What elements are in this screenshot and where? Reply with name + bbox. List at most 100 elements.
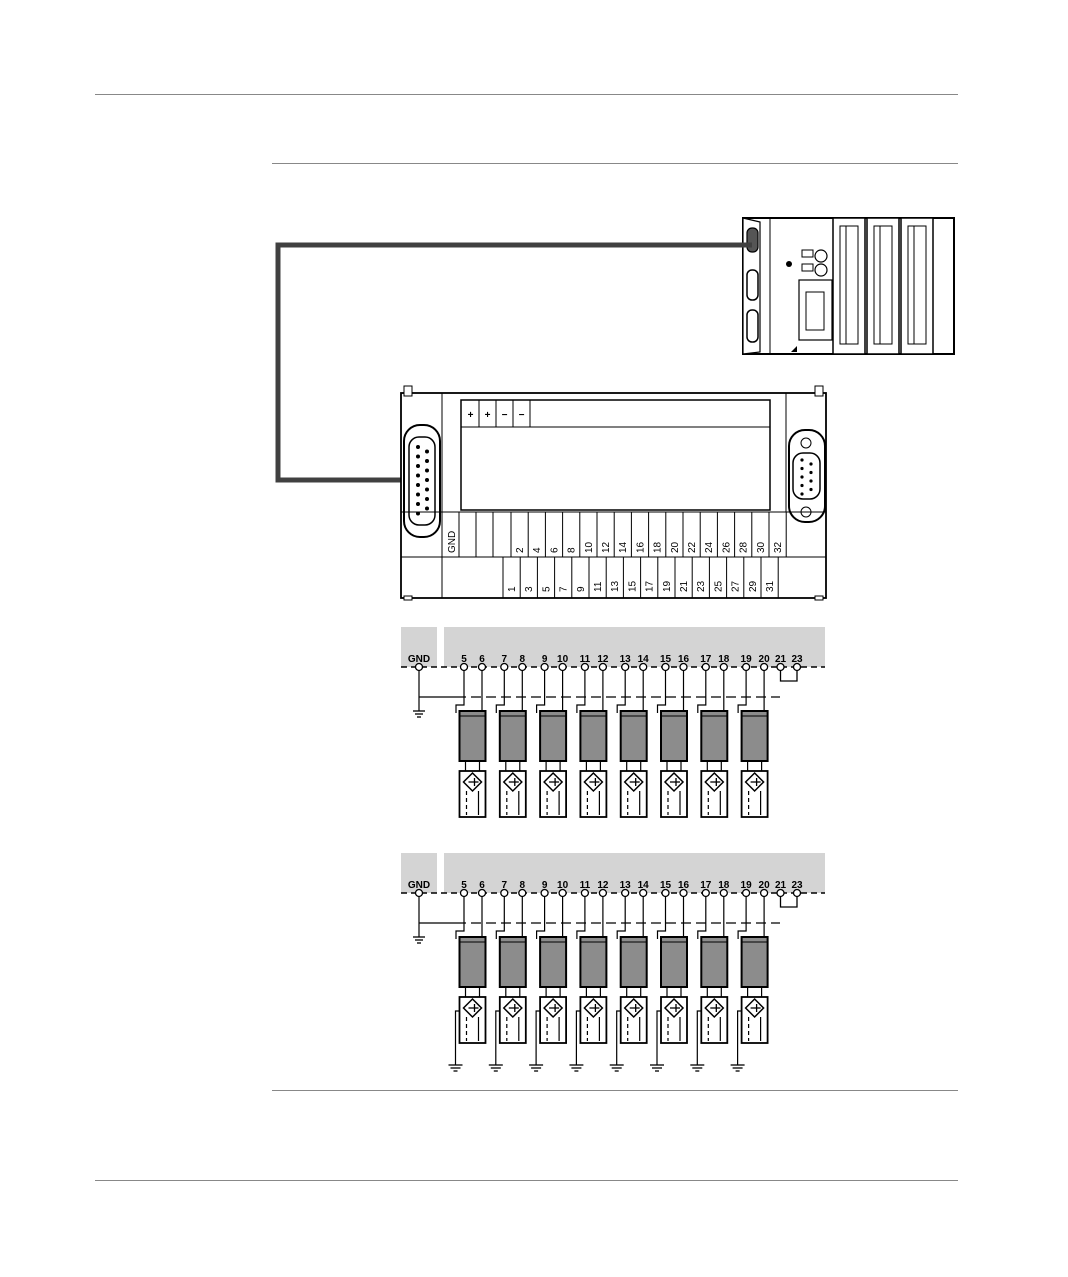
terminal-point bbox=[701, 888, 710, 898]
sensor-cable-body-icon bbox=[539, 936, 568, 988]
terminal-upper-label: 22 bbox=[687, 541, 698, 553]
terminal-label: 17 bbox=[700, 654, 712, 665]
gnd-terminal bbox=[414, 662, 424, 672]
terminal-point bbox=[558, 662, 567, 672]
terminal-panel bbox=[444, 853, 825, 893]
plc-controller bbox=[742, 217, 955, 355]
terminal-point bbox=[759, 888, 769, 898]
terminal-point bbox=[621, 662, 630, 672]
sensor-wire bbox=[697, 670, 707, 713]
terminal-label: 19 bbox=[741, 880, 753, 891]
sensor-earth-wire bbox=[656, 1010, 661, 1065]
terminal-upper-label: 8 bbox=[567, 547, 578, 553]
terminal-point bbox=[518, 662, 527, 672]
sensor-wire bbox=[737, 670, 747, 713]
terminal-point bbox=[679, 662, 688, 672]
terminal-label: 9 bbox=[542, 880, 548, 891]
supply-label: + bbox=[468, 410, 474, 421]
sensor-wire bbox=[616, 670, 626, 713]
sensor-earth-wire bbox=[535, 1010, 541, 1065]
terminal-point bbox=[792, 888, 802, 898]
terminal-point bbox=[661, 662, 670, 672]
terminal-lower-label: 7 bbox=[559, 586, 570, 592]
terminal-point bbox=[598, 888, 608, 898]
terminal-label: 12 bbox=[597, 654, 609, 665]
sensor-wire bbox=[656, 670, 667, 713]
inductive-sensor-icon bbox=[619, 770, 648, 818]
terminal-point bbox=[518, 888, 527, 898]
plc-led-icon bbox=[786, 261, 792, 267]
header-rule bbox=[95, 94, 958, 95]
terminal-label: 6 bbox=[479, 880, 485, 891]
sensor-wire bbox=[737, 896, 747, 939]
terminal-label: 21 bbox=[775, 880, 787, 891]
terminal-label: 13 bbox=[620, 880, 632, 891]
sensor-cable-body-icon bbox=[700, 936, 729, 988]
jumper-21-23 bbox=[779, 670, 798, 682]
terminal-point bbox=[776, 662, 785, 672]
gnd-label: GND bbox=[408, 654, 430, 665]
terminal-upper-label: 18 bbox=[653, 541, 664, 553]
terminal-label: 5 bbox=[461, 880, 467, 891]
terminal-point bbox=[792, 662, 802, 672]
sensor-wire bbox=[697, 896, 707, 939]
terminal-label: 7 bbox=[502, 880, 508, 891]
plc-button-icon bbox=[814, 263, 828, 277]
gnd-terminal bbox=[414, 888, 424, 898]
sensor-cable-body-icon bbox=[498, 710, 527, 762]
sensor-wire bbox=[536, 670, 546, 713]
sensor-cable-body-icon bbox=[619, 936, 648, 988]
sensor-wire bbox=[536, 896, 546, 939]
terminal-label: 8 bbox=[520, 654, 526, 665]
plc-port-1-icon bbox=[746, 227, 759, 253]
plc-port-3-icon bbox=[746, 309, 759, 343]
terminal-upper-label: 14 bbox=[618, 541, 629, 553]
terminal-upper-label: 16 bbox=[635, 541, 646, 553]
terminal-upper-label: 12 bbox=[601, 541, 612, 553]
sensor-earth-wire bbox=[454, 1010, 460, 1065]
terminal-label: 18 bbox=[718, 654, 730, 665]
terminal-lower-label: 3 bbox=[524, 586, 535, 592]
sensor-earth-wire bbox=[696, 1010, 702, 1065]
plc-button-icon bbox=[814, 249, 828, 263]
terminal-label: 21 bbox=[775, 654, 787, 665]
terminal-point bbox=[580, 662, 590, 672]
terminal-label: 9 bbox=[542, 654, 548, 665]
sensor-wire bbox=[616, 896, 626, 939]
sensor-wire bbox=[576, 670, 586, 713]
terminal-label: 15 bbox=[660, 654, 672, 665]
terminal-label: 23 bbox=[791, 880, 803, 891]
terminal-upper-label: 24 bbox=[704, 541, 715, 553]
sensor-earth-wire bbox=[495, 1010, 500, 1065]
terminal-point bbox=[639, 888, 648, 898]
terminal-label: 14 bbox=[638, 880, 650, 891]
terminal-point bbox=[500, 662, 509, 672]
sensor-cable-body-icon bbox=[579, 710, 608, 762]
sensor-wire bbox=[656, 896, 667, 939]
terminal-point bbox=[661, 888, 670, 898]
sensor-cable-body-icon bbox=[579, 936, 608, 988]
terminal-point bbox=[598, 662, 608, 672]
terminal-point bbox=[580, 888, 590, 898]
terminal-upper-label: 20 bbox=[670, 541, 681, 553]
terminal-lower-label: 29 bbox=[748, 580, 759, 592]
sensor-wire bbox=[495, 896, 505, 939]
terminal-label: 11 bbox=[580, 654, 591, 665]
sensor-cable-body-icon bbox=[458, 710, 487, 762]
terminal-label: 8 bbox=[520, 880, 526, 891]
sensor-earth-wire bbox=[737, 1010, 742, 1065]
terminal-label: 20 bbox=[759, 654, 771, 665]
terminal-upper-label: 32 bbox=[773, 541, 784, 553]
connection-cable bbox=[275, 242, 752, 483]
terminal-label: 23 bbox=[791, 654, 803, 665]
sensor-cable-body-icon bbox=[660, 710, 688, 762]
section-bottom-rule bbox=[272, 1090, 958, 1091]
terminal-point bbox=[621, 888, 630, 898]
terminal-label: 17 bbox=[700, 880, 712, 891]
terminal-upper-label: 26 bbox=[721, 541, 732, 553]
terminal-label: 16 bbox=[678, 654, 690, 665]
terminal-label: 7 bbox=[502, 654, 508, 665]
supply-label: − bbox=[502, 410, 508, 421]
